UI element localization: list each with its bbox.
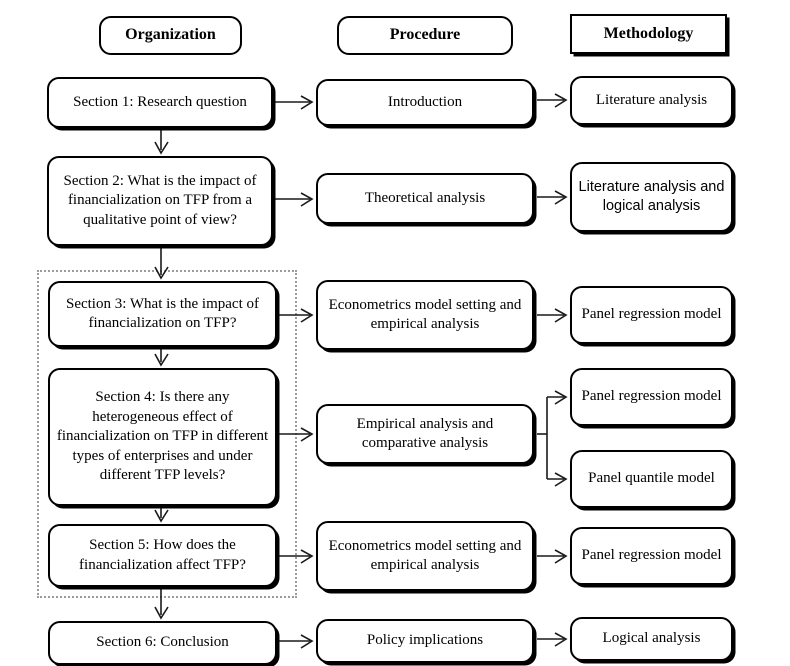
- org-section-4: Section 4: Is there any heterogeneous ef…: [48, 368, 277, 506]
- org-section-3-label: Section 3: What is the impact of financi…: [65, 295, 259, 332]
- arrow-section6-to-policy-implications: [279, 634, 314, 649]
- procedure-row-3-label: Econometrics model setting and empirical…: [328, 296, 522, 333]
- procedure-row-1-label: Introduction: [387, 93, 463, 110]
- methodology-row-6-label: Logical analysis: [602, 630, 701, 647]
- arrow-section1-to-introduction: [275, 95, 314, 110]
- methodology-row-5: Panel regression model: [570, 527, 733, 585]
- header-procedure-label: Procedure: [389, 26, 461, 44]
- org-section-5-label: Section 5: How does the financialization…: [79, 537, 246, 573]
- procedure-row-2-label: Theoretical analysis: [364, 189, 486, 206]
- org-section-5: Section 5: How does the financialization…: [48, 524, 277, 587]
- org-section-2: Section 2: What is the impact of financi…: [47, 156, 273, 246]
- org-section-6-label: Section 6: Conclusion: [96, 634, 229, 651]
- arrow-section2-to-theoretical-analysis: [275, 192, 314, 207]
- arrow-theoretical-to-literature-logical: [537, 190, 568, 205]
- procedure-row-4: Empirical analysis and comparative analy…: [316, 404, 534, 464]
- procedure-row-1: Introduction: [316, 79, 534, 126]
- procedure-row-4-label: Empirical analysis and comparative analy…: [356, 415, 494, 452]
- methodology-row-1: Literature analysis: [570, 76, 733, 125]
- methodology-row-6: Logical analysis: [570, 617, 733, 661]
- arrow-econometrics-to-panel-regression-r5: [537, 549, 568, 564]
- arrow-section1-down-to-section2: [154, 130, 169, 155]
- arrow-policy-to-logical-analysis: [537, 632, 568, 647]
- methodology-row-4a: Panel regression model: [570, 368, 733, 426]
- org-section-1: Section 1: Research question: [47, 77, 273, 128]
- arrow-econometrics-to-panel-regression-r3: [537, 308, 568, 323]
- methodology-row-5-label: Panel regression model: [581, 547, 722, 564]
- procedure-row-2: Theoretical analysis: [316, 173, 534, 224]
- procedure-row-3: Econometrics model setting and empirical…: [316, 280, 534, 350]
- methodology-row-3: Panel regression model: [570, 286, 733, 344]
- header-methodology-label: Methodology: [603, 24, 694, 42]
- methodology-row-4b: Panel quantile model: [570, 450, 733, 508]
- methodology-row-2-label: Literature analysis and logical analysis: [578, 179, 725, 214]
- branch-empirical-to-two-models: [537, 390, 568, 487]
- header-organization-label: Organization: [125, 26, 216, 44]
- org-section-3: Section 3: What is the impact of financi…: [48, 281, 277, 347]
- methodology-row-4a-label: Panel regression model: [581, 388, 722, 405]
- org-section-4-label: Section 4: Is there any heterogeneous ef…: [56, 389, 269, 484]
- methodology-row-3-label: Panel regression model: [581, 306, 722, 323]
- org-section-6: Section 6: Conclusion: [48, 621, 277, 665]
- methodology-row-4b-label: Panel quantile model: [588, 470, 715, 487]
- arrow-introduction-to-literature-analysis: [537, 93, 568, 108]
- org-section-2-label: Section 2: What is the impact of financi…: [63, 172, 257, 228]
- procedure-row-6-label: Policy implications: [366, 632, 484, 649]
- procedure-row-5: Econometrics model setting and empirical…: [316, 521, 534, 591]
- procedure-row-5-label: Econometrics model setting and empirical…: [328, 537, 522, 574]
- header-methodology: Methodology: [570, 14, 727, 54]
- methodology-row-1-label: Literature analysis: [595, 91, 708, 108]
- header-organization: Organization: [99, 16, 242, 55]
- procedure-row-6: Policy implications: [316, 619, 534, 663]
- header-procedure: Procedure: [337, 16, 513, 55]
- methodology-row-2: Literature analysis and logical analysis: [570, 162, 733, 232]
- org-section-1-label: Section 1: Research question: [73, 93, 247, 110]
